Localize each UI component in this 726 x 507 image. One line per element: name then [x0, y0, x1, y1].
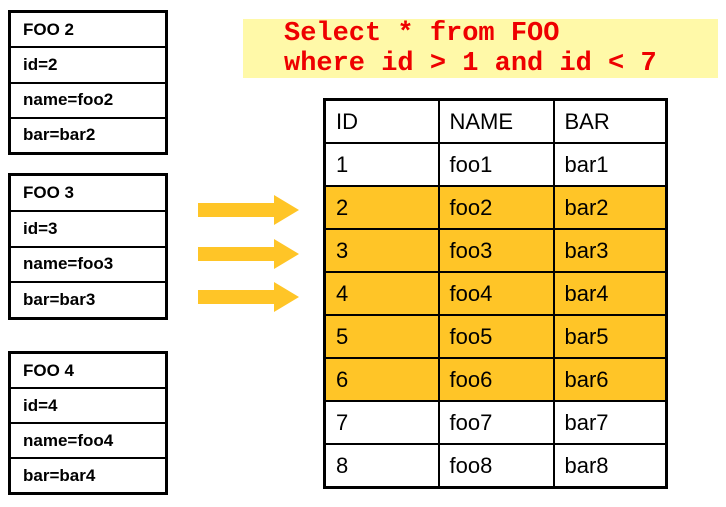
cell-id: 5 [323, 314, 440, 359]
cell-id: 8 [323, 443, 440, 489]
object-box-title: FOO 3 [11, 176, 165, 212]
table-row: 7 foo7 bar7 [323, 400, 668, 445]
cell-name: foo3 [437, 228, 555, 273]
object-box-foo4: FOO 4 id=4 name=foo4 bar=bar4 [8, 351, 168, 495]
sql-query-line-2: where id > 1 and id < 7 [284, 49, 657, 79]
table-row: 1 foo1 bar1 [323, 142, 668, 187]
cell-name: foo1 [437, 142, 555, 187]
cell-id: 3 [323, 228, 440, 273]
cell-bar: bar6 [552, 357, 668, 402]
cell-bar: bar3 [552, 228, 668, 273]
object-field-name: name=foo2 [11, 84, 165, 119]
object-field-bar: bar=bar2 [23, 125, 96, 145]
object-field-id: id=3 [11, 212, 165, 248]
table-row: 4 foo4 bar4 [323, 271, 668, 316]
table-row: 6 foo6 bar6 [323, 357, 668, 402]
table-row: 8 foo8 bar8 [323, 443, 668, 489]
object-field-bar: bar=bar4 [23, 465, 96, 485]
cell-name: foo4 [437, 271, 555, 316]
cell-id: 7 [323, 400, 440, 445]
table-header-row: ID NAME BAR [323, 98, 668, 144]
arrow-right-icon [198, 195, 299, 225]
object-field-bar: bar=bar3 [23, 290, 96, 310]
sql-query-line-1: Select * from FOO [284, 19, 560, 49]
cell-name: foo8 [437, 443, 555, 489]
table-row: 3 foo3 bar3 [323, 228, 668, 273]
column-header-name: NAME [437, 98, 555, 144]
column-header-bar: BAR [552, 98, 668, 144]
object-field-name: name=foo3 [11, 248, 165, 284]
cell-bar: bar5 [552, 314, 668, 359]
cell-bar: bar2 [552, 185, 668, 230]
cell-name: foo5 [437, 314, 555, 359]
column-header-id: ID [323, 98, 440, 144]
table-row: 5 foo5 bar5 [323, 314, 668, 359]
arrow-right-icon [198, 282, 299, 312]
table-row: 2 foo2 bar2 [323, 185, 668, 230]
object-box-title: FOO 2 [11, 13, 165, 49]
cell-id: 1 [323, 142, 440, 187]
cell-name: foo7 [437, 400, 555, 445]
object-field-id: id=4 [11, 389, 165, 424]
object-box-foo3: FOO 3 id=3 name=foo3 bar=bar3 [8, 173, 168, 320]
sql-query-block: Select * from FOO where id > 1 and id < … [243, 19, 718, 79]
object-box-title: FOO 4 [11, 354, 165, 389]
result-table: ID NAME BAR 1 foo1 bar1 2 foo2 bar2 3 fo… [323, 98, 668, 489]
object-field-name: name=foo4 [11, 424, 165, 459]
cell-name: foo2 [437, 185, 555, 230]
arrow-right-icon [198, 239, 299, 269]
object-box-foo2: FOO 2 id=2 name=foo2 bar=bar2 [8, 10, 168, 155]
cell-id: 2 [323, 185, 440, 230]
cell-bar: bar8 [552, 443, 668, 489]
cell-bar: bar4 [552, 271, 668, 316]
object-field-id: id=2 [11, 48, 165, 84]
cell-bar: bar7 [552, 400, 668, 445]
cell-id: 4 [323, 271, 440, 316]
cell-id: 6 [323, 357, 440, 402]
cell-bar: bar1 [552, 142, 668, 187]
cell-name: foo6 [437, 357, 555, 402]
